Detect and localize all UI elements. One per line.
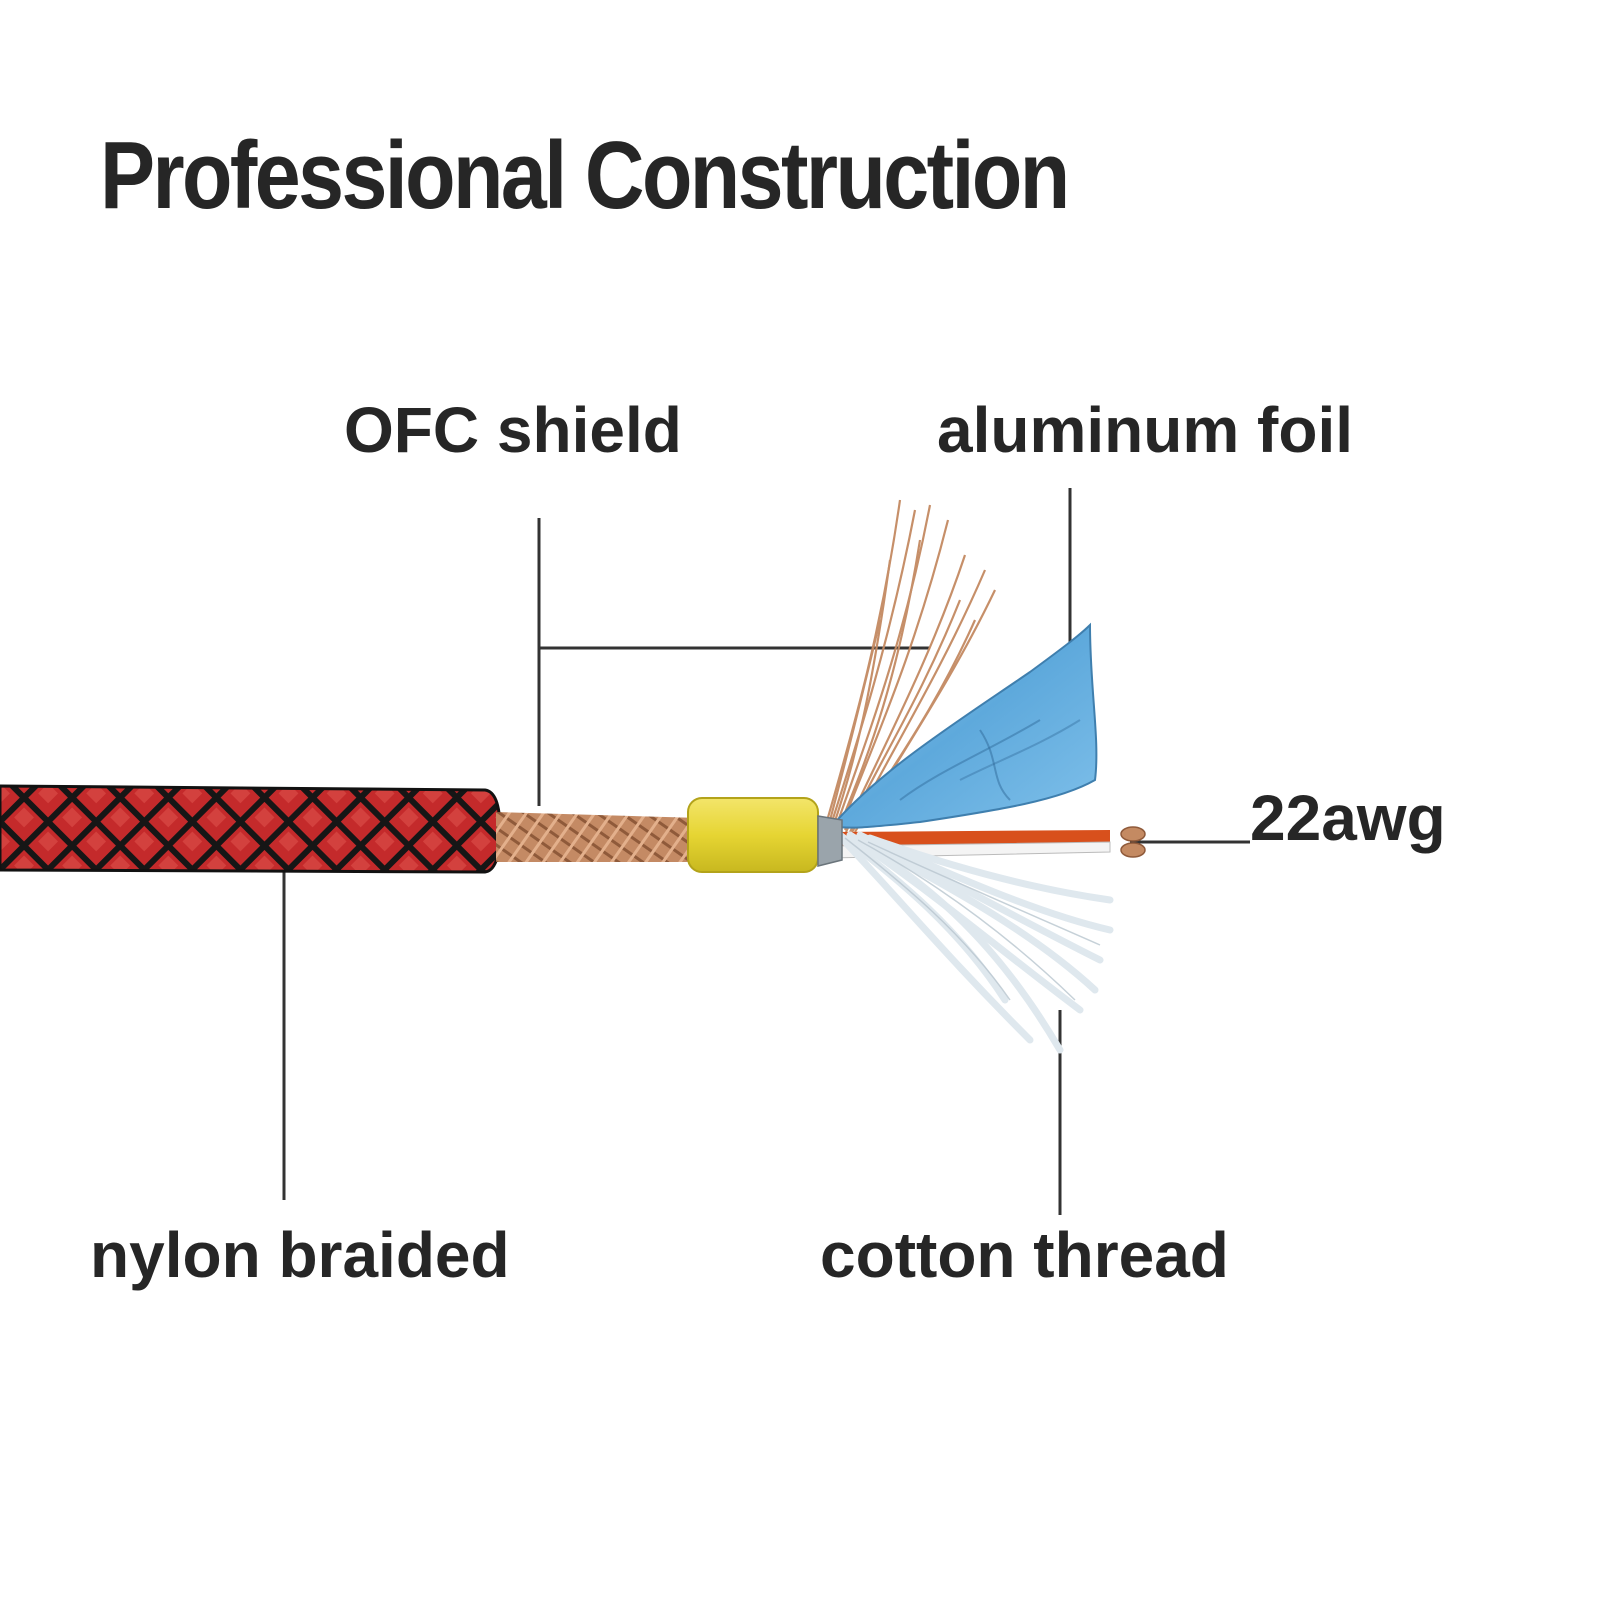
cotton-thread-label: cotton thread xyxy=(820,1219,1229,1291)
yellow-sleeve xyxy=(687,797,819,873)
page-title: Professional Construction xyxy=(100,122,1070,229)
nylon-braided-jacket xyxy=(0,784,502,874)
ofc-shield-label: OFC shield xyxy=(344,394,682,466)
awg-label: 22awg xyxy=(1250,782,1446,854)
core-end xyxy=(817,815,843,867)
aluminum-foil-label: aluminum foil xyxy=(937,394,1353,466)
aluminum-foil-sheet xyxy=(830,622,1098,829)
leader-lines xyxy=(282,488,1250,1215)
ofc-shield-braid xyxy=(496,812,700,862)
nylon-braided-label: nylon braided xyxy=(90,1219,510,1291)
